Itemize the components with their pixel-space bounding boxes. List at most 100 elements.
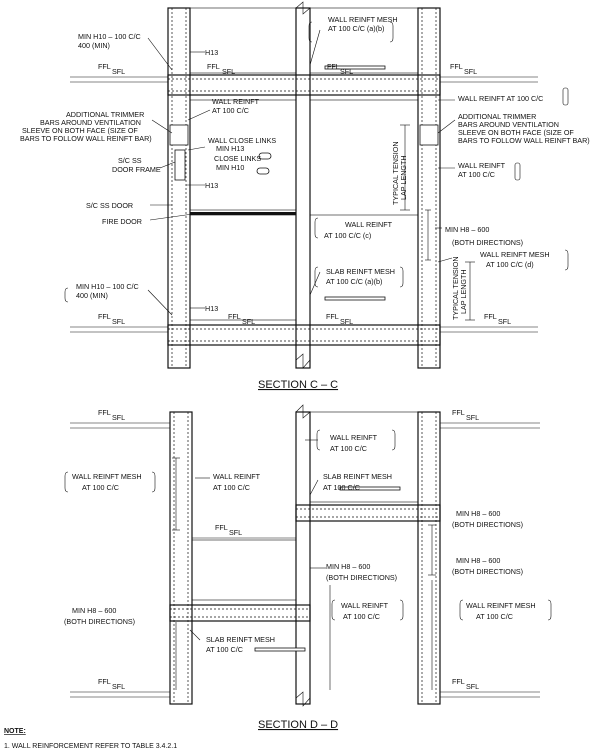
cc-door-frame <box>174 149 186 181</box>
dd-label-min-h8-center-2: (BOTH DIRECTIONS) <box>326 573 397 582</box>
dd-wall-right <box>417 411 441 705</box>
cc-label-sc-ss-door: S/C SS DOOR <box>86 201 133 210</box>
cc-label-slab-mesh-1: SLAB REINFT MESH <box>326 267 395 276</box>
cc-slab-top <box>167 74 441 96</box>
notes-heading: NOTE: <box>4 728 26 735</box>
cc-wall-center <box>295 1 311 369</box>
dd-label-min-h8-left-2: (BOTH DIRECTIONS) <box>64 617 135 626</box>
dd-leaders <box>172 439 436 690</box>
dd-stair-left <box>191 539 297 601</box>
cc-fire-door <box>190 212 296 215</box>
dd-label-min-h8-left-1: MIN H8 – 600 <box>72 606 116 615</box>
cc-close-link-symbol <box>256 167 270 175</box>
dd-slab-mesh-bar-top <box>339 486 401 491</box>
svg-text:FFL: FFL <box>98 408 111 417</box>
cc-wall-right <box>417 7 441 369</box>
cc-label-trimmer-left-1: ADDITIONAL TRIMMER <box>66 110 144 119</box>
cc-ventilation-sleeve-left <box>169 124 189 146</box>
svg-text:SFL: SFL <box>340 67 353 76</box>
cc-label-tension-lap2-1: TYPICAL TENSION <box>451 256 460 320</box>
cc-label-close-links-1: CLOSE LINKS <box>214 154 261 163</box>
section-dd: FFL SFL FFL SFL FFL SFL FFL SFL FFL SFL <box>64 404 552 731</box>
cc-label-tension-lap2-2: LAP LENGTH <box>459 269 468 314</box>
cc-section-title: SECTION C – C <box>258 379 338 391</box>
cc-label-wall-reinft-right2-2: AT 100 C/C <box>458 170 495 179</box>
cc-stair-upper-left <box>189 7 297 74</box>
cc-label-door-frame-1: S/C SS <box>118 156 142 165</box>
dd-slab-upper-right <box>295 504 441 522</box>
cc-stair-right <box>309 99 419 216</box>
svg-text:FFL: FFL <box>484 312 497 321</box>
svg-text:SFL: SFL <box>112 413 125 422</box>
cc-label-trimmer-right-2: BARS AROUND VENTILATION <box>458 120 559 129</box>
svg-text:SFL: SFL <box>498 317 511 326</box>
dd-label-slab-mesh-top-1: SLAB REINFT MESH <box>323 472 392 481</box>
dd-label-wall-reinft-center-1: WALL REINFT <box>341 601 389 610</box>
svg-text:FFL: FFL <box>215 523 228 532</box>
cc-label-h13-bottom: H13 <box>205 304 218 313</box>
svg-text:SFL: SFL <box>464 67 477 76</box>
dd-room-right-top <box>309 411 419 503</box>
cc-label-min-h10-top-1: MIN H10 – 100 C/C <box>78 32 141 41</box>
cc-label-close-links-2: MIN H10 <box>216 163 244 172</box>
dd-brackets <box>64 429 552 621</box>
cc-label-door-frame-2: DOOR FRAME <box>112 165 161 174</box>
dd-label-wall-mesh-left-2: AT 100 C/C <box>82 483 119 492</box>
dd-label-slab-mesh-top-2: AT 100 C/C <box>323 483 360 492</box>
cc-label-min-h10-top-2: 400 (MIN) <box>78 41 110 50</box>
svg-text:FFL: FFL <box>327 62 340 71</box>
cc-room-left <box>189 99 297 211</box>
svg-text:SFL: SFL <box>229 528 242 537</box>
cc-label-fire-door: FIRE DOOR <box>102 217 142 226</box>
cc-label-wall-mesh-d-1: WALL REINFT MESH <box>480 250 550 259</box>
cc-dimension-lines <box>400 124 475 321</box>
notes: NOTE: 1. WALL REINFORCEMENT REFER TO TAB… <box>4 728 177 750</box>
cc-label-min-h8-1: MIN H8 – 600 <box>445 225 489 234</box>
svg-text:FFL: FFL <box>452 408 465 417</box>
svg-text:FFL: FFL <box>452 677 465 686</box>
cc-label-trimmer-left-2: BARS AROUND VENTILATION <box>40 118 141 127</box>
dd-level-markers: FFL SFL FFL SFL FFL SFL FFL SFL FFL SFL <box>98 408 479 691</box>
cc-ventilation-sleeve-right <box>419 124 439 146</box>
svg-text:FFL: FFL <box>98 62 111 71</box>
svg-text:SFL: SFL <box>466 413 479 422</box>
cc-label-wall-mesh-top-1: WALL REINFT MESH <box>328 15 398 24</box>
cc-leaders <box>147 29 456 316</box>
cc-label-trimmer-left-3: SLEEVE ON BOTH FACE (SIZE OF <box>22 126 138 135</box>
cc-label-min-h10-bottom-2: 400 (MIN) <box>76 291 108 300</box>
cc-label-wall-reinft-mid-1: WALL REINFT <box>212 97 260 106</box>
cc-slab-mesh-bar <box>324 296 386 301</box>
cc-label-wall-close-links-1: WALL CLOSE LINKS <box>208 136 276 145</box>
cc-label-trimmer-right-3: SLEEVE ON BOTH FACE (SIZE OF <box>458 128 574 137</box>
dd-label-wall-mesh-right-1: WALL REINFT MESH <box>466 601 536 610</box>
cc-label-tension-lap-2: LAP LENGTH <box>399 155 408 200</box>
svg-text:SFL: SFL <box>112 317 125 326</box>
dd-label-min-h8-right1-2: (BOTH DIRECTIONS) <box>452 520 523 529</box>
cc-wall-link-symbol <box>258 152 272 160</box>
svg-text:SFL: SFL <box>466 682 479 691</box>
svg-text:SFL: SFL <box>222 67 235 76</box>
cc-room-right-top <box>309 7 419 74</box>
cc-label-wall-mesh-d-2: AT 100 C/C (d) <box>486 260 534 269</box>
svg-text:FFL: FFL <box>450 62 463 71</box>
dd-label-wall-mesh-right-2: AT 100 C/C <box>476 612 513 621</box>
cc-label-wall-reinft-right: WALL REINFT AT 100 C/C <box>458 94 543 103</box>
cc-label-trimmer-left-4: BARS TO FOLLOW WALL REINFT BAR) <box>20 134 152 143</box>
dd-wall-left <box>169 411 193 705</box>
svg-text:FFL: FFL <box>98 677 111 686</box>
svg-text:FFL: FFL <box>326 312 339 321</box>
cc-wall-mesh-bar <box>324 65 386 70</box>
cc-label-min-h10-bottom-1: MIN H10 – 100 C/C <box>76 282 139 291</box>
cc-label-wall-mesh-top-2: AT 100 C/C (a)(b) <box>328 24 384 33</box>
svg-text:FFL: FFL <box>207 62 220 71</box>
dd-slab-lower-left <box>169 604 311 622</box>
dd-label-slab-mesh-bottom-1: SLAB REINFT MESH <box>206 635 275 644</box>
cc-label-slab-mesh-2: AT 100 C/C (a)(b) <box>326 277 382 286</box>
dd-label-wall-reinft-top-2: AT 100 C/C <box>330 444 367 453</box>
cc-label-h13-top: H13 <box>205 48 218 57</box>
dd-label-wall-reinft-left-2: AT 100 C/C <box>213 483 250 492</box>
cc-label-wall-reinft-right2-1: WALL REINFT <box>458 161 506 170</box>
svg-text:SFL: SFL <box>340 317 353 326</box>
dd-label-wall-reinft-left-1: WALL REINFT <box>213 472 261 481</box>
dd-label-wall-mesh-left-1: WALL REINFT MESH <box>72 472 142 481</box>
